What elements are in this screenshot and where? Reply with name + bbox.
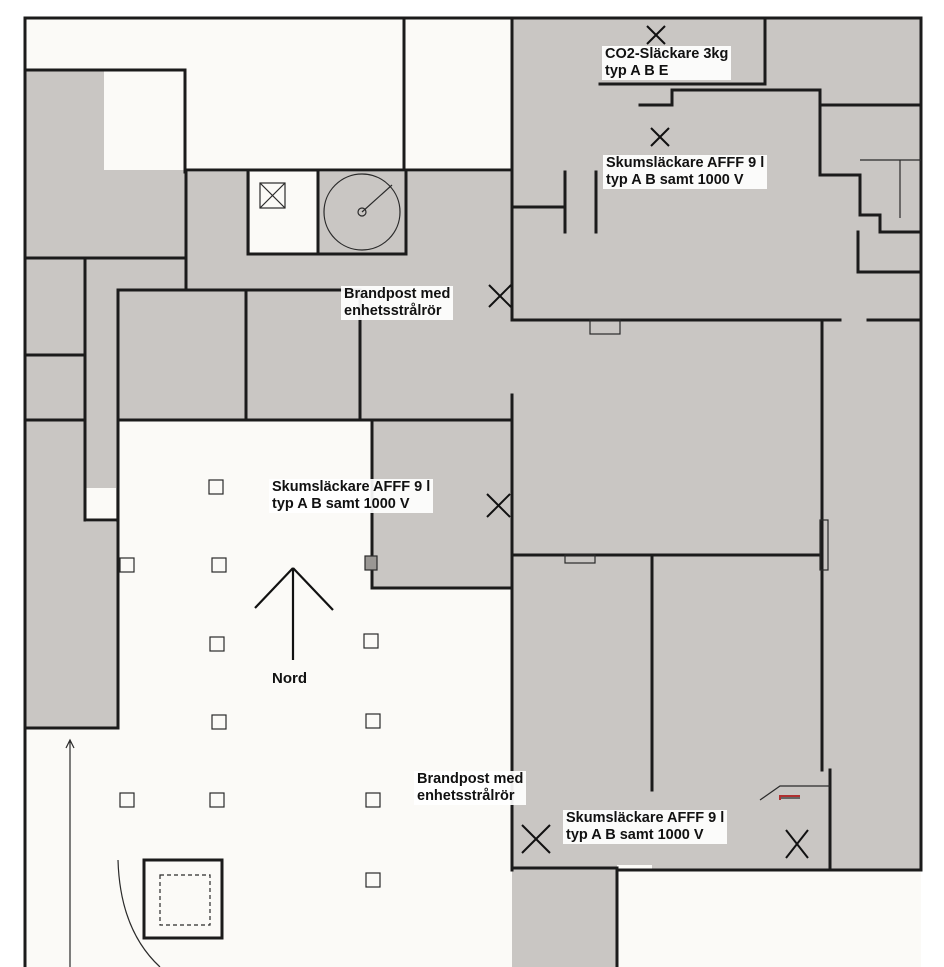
foam-extinguisher-icon-top: [650, 127, 670, 147]
foam-extinguisher-label-bottom: Skumsläckare AFFF 9 l typ A B samt 1000 …: [563, 810, 728, 844]
co2-extinguisher-icon: [646, 25, 666, 45]
red-pipe: [779, 795, 800, 800]
foam-extinguisher-label-middle: Skumsläckare AFFF 9 l typ A B samt 1000 …: [269, 479, 434, 513]
north-label: Nord: [272, 670, 307, 687]
hydrant-icon-bottom: [521, 824, 551, 854]
foam-top-line2: typ A B samt 1000 V: [606, 172, 744, 188]
co2-extinguisher-label: CO2-Släckare 3kg typ A B E: [602, 46, 732, 80]
co2-line1: CO2-Släckare 3kg: [605, 46, 729, 62]
foam-middle-line2: typ A B samt 1000 V: [272, 496, 410, 512]
foam-extinguisher-icon-bottom: [785, 829, 809, 859]
hydrant-top-line2: enhetsstrålrör: [344, 303, 442, 319]
foam-bottom-line2: typ A B samt 1000 V: [566, 827, 704, 843]
hydrant-label-bottom: Brandpost med enhetsstrålrör: [414, 771, 527, 805]
hydrant-top-line1: Brandpost med: [344, 286, 451, 302]
plan-details: [65, 159, 921, 967]
walls: [23, 16, 923, 967]
foam-bottom-line1: Skumsläckare AFFF 9 l: [566, 810, 725, 826]
co2-line2: typ A B E: [605, 63, 669, 79]
north-arrow-icon: [254, 567, 334, 660]
foam-middle-line1: Skumsläckare AFFF 9 l: [272, 479, 431, 495]
equipment-markers: [486, 25, 809, 859]
hydrant-bottom-line2: enhetsstrålrör: [417, 788, 515, 804]
foam-top-line1: Skumsläckare AFFF 9 l: [606, 155, 765, 171]
hydrant-icon-top: [488, 284, 512, 308]
hydrant-bottom-line1: Brandpost med: [417, 771, 524, 787]
hydrant-label-top: Brandpost med enhetsstrålrör: [341, 286, 454, 320]
foam-extinguisher-icon-middle: [486, 493, 511, 518]
foam-extinguisher-label-top: Skumsläckare AFFF 9 l typ A B samt 1000 …: [603, 155, 768, 189]
